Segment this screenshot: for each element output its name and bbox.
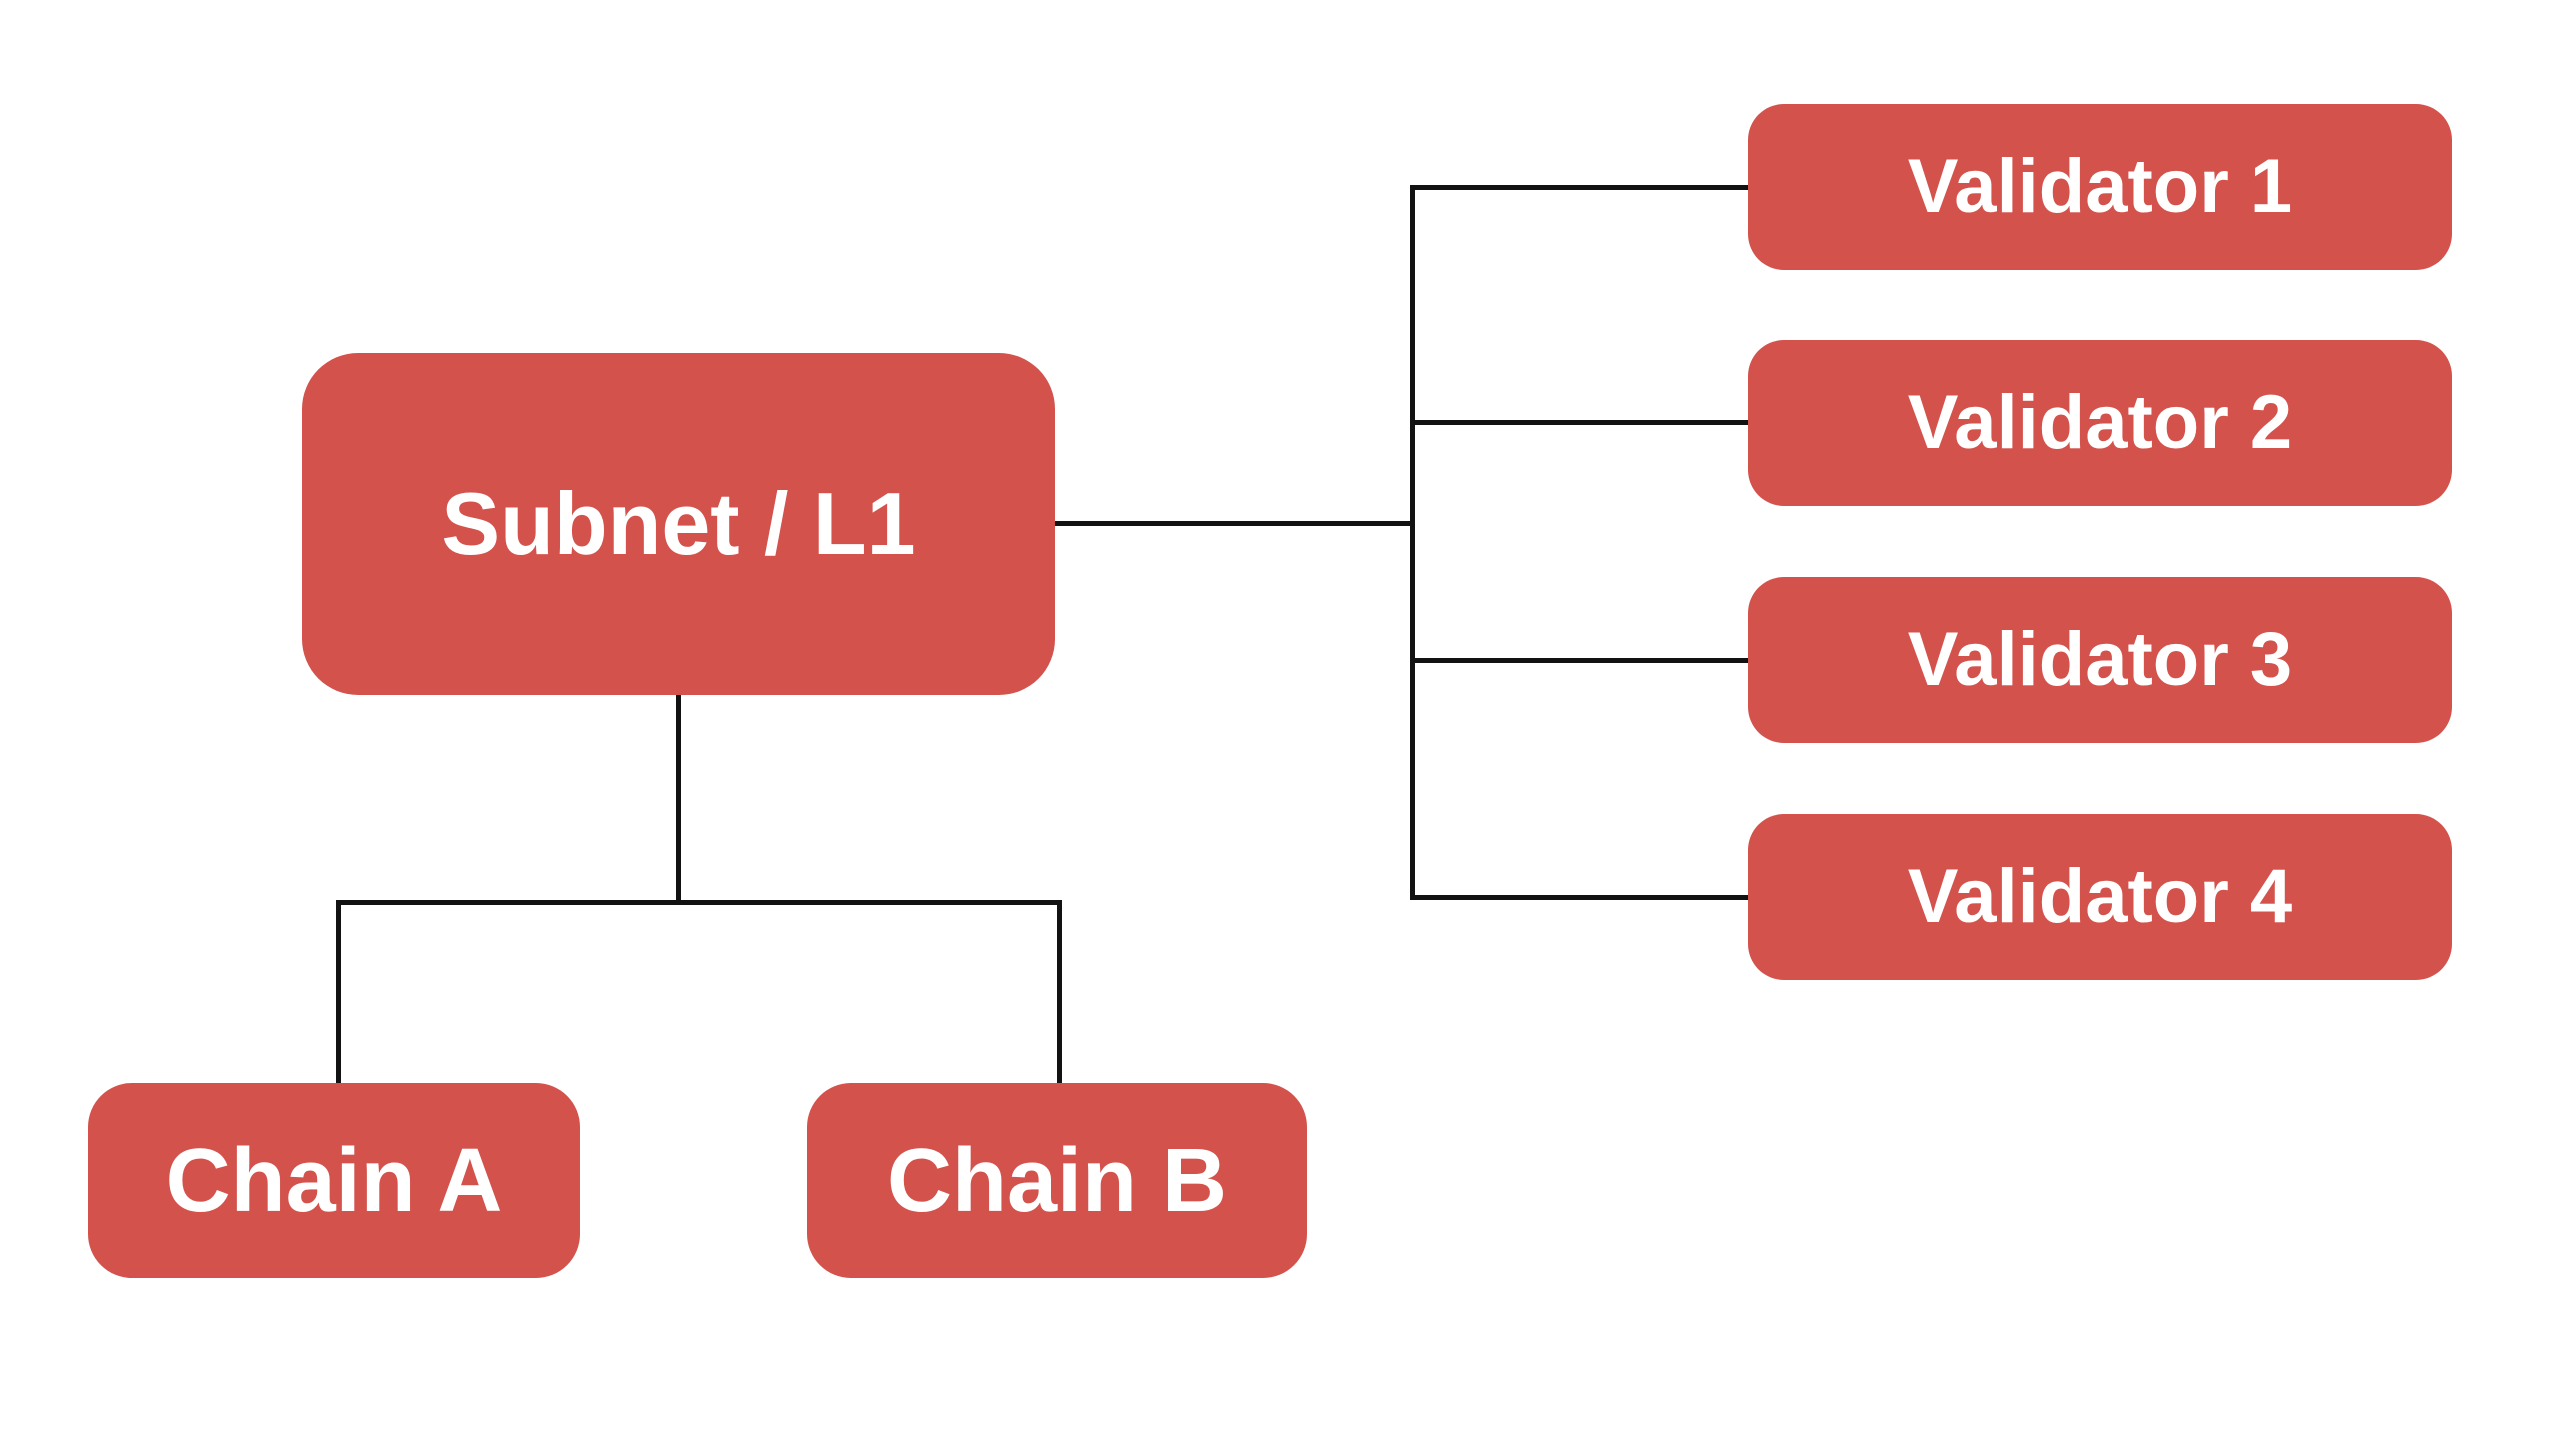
connector-branch-validator-3-line [1410,658,1750,663]
connector-branch-validator-4-line [1410,895,1750,900]
chain-b-label: Chain B [886,1130,1227,1231]
subnet-l1-node: Subnet / L1 [302,353,1055,695]
validator-2-label: Validator 2 [1907,380,2293,465]
connector-chains-bar-line [336,900,1062,905]
connector-chain-b-drop-line [1057,900,1062,1084]
connector-chain-a-drop-line [336,900,341,1084]
chain-a-node: Chain A [88,1083,580,1278]
connector-branch-validator-1-line [1410,185,1750,190]
connector-validator-trunk-line [1410,185,1415,900]
validator-4-label: Validator 4 [1907,854,2293,939]
validator-1-node: Validator 1 [1748,104,2452,270]
connector-branch-validator-2-line [1410,420,1750,425]
validator-2-node: Validator 2 [1748,340,2452,506]
validator-3-label: Validator 3 [1907,617,2293,702]
validator-4-node: Validator 4 [1748,814,2452,980]
chain-a-label: Chain A [165,1130,503,1231]
validator-3-node: Validator 3 [1748,577,2452,743]
subnet-l1-label: Subnet / L1 [441,474,916,573]
connector-subnet-to-trunk-line [1055,521,1415,526]
validator-1-label: Validator 1 [1907,144,2293,229]
connector-subnet-drop-line [676,695,681,905]
chain-b-node: Chain B [807,1083,1307,1278]
